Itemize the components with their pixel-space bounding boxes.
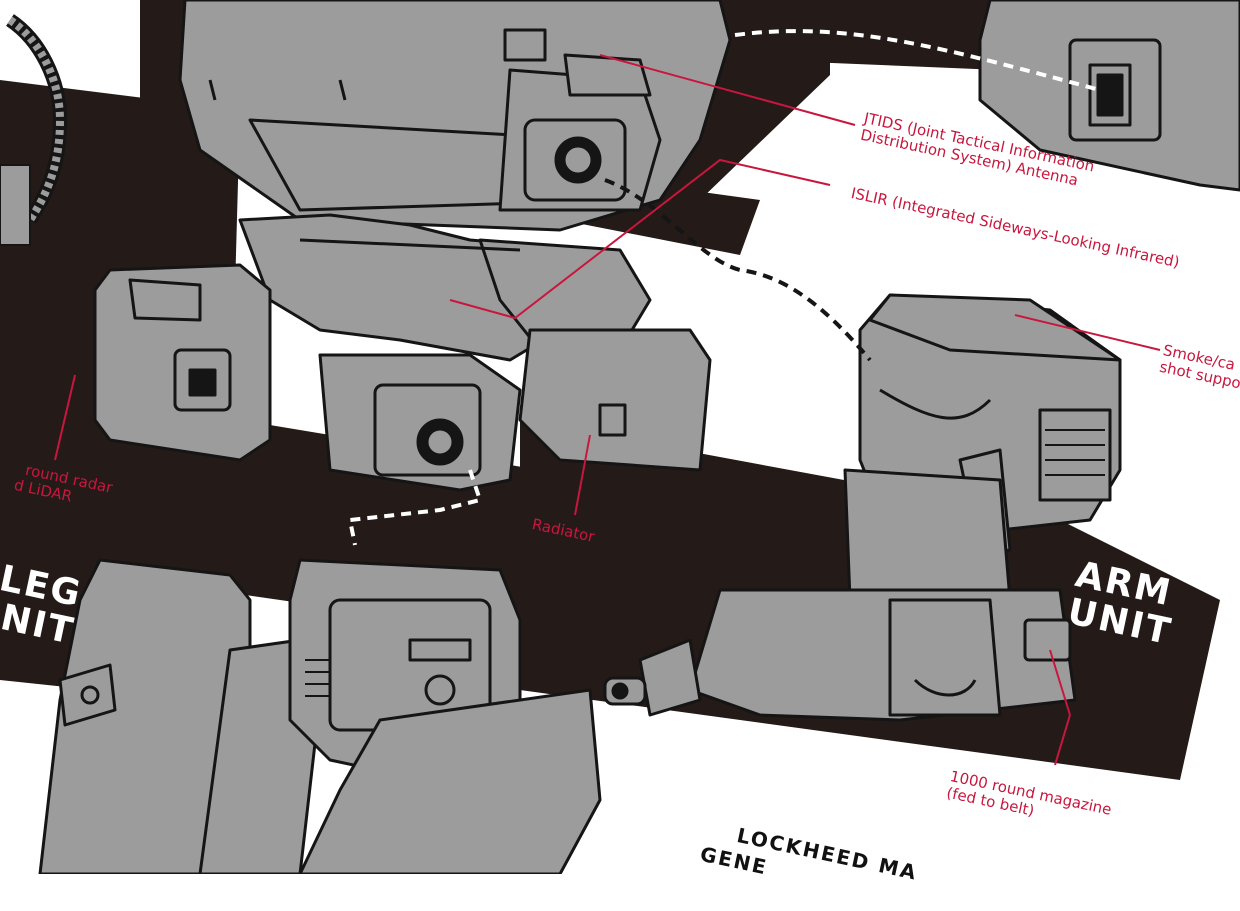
connector-dashes [347,29,1101,546]
head-unit [93,0,732,492]
leg-unit [38,558,602,874]
top-right-module [978,0,1240,192]
mech-schematic-illustration [0,0,1240,874]
callout-leaders [54,54,1161,766]
coiled-cable [0,14,68,246]
arm-unit [603,293,1122,722]
